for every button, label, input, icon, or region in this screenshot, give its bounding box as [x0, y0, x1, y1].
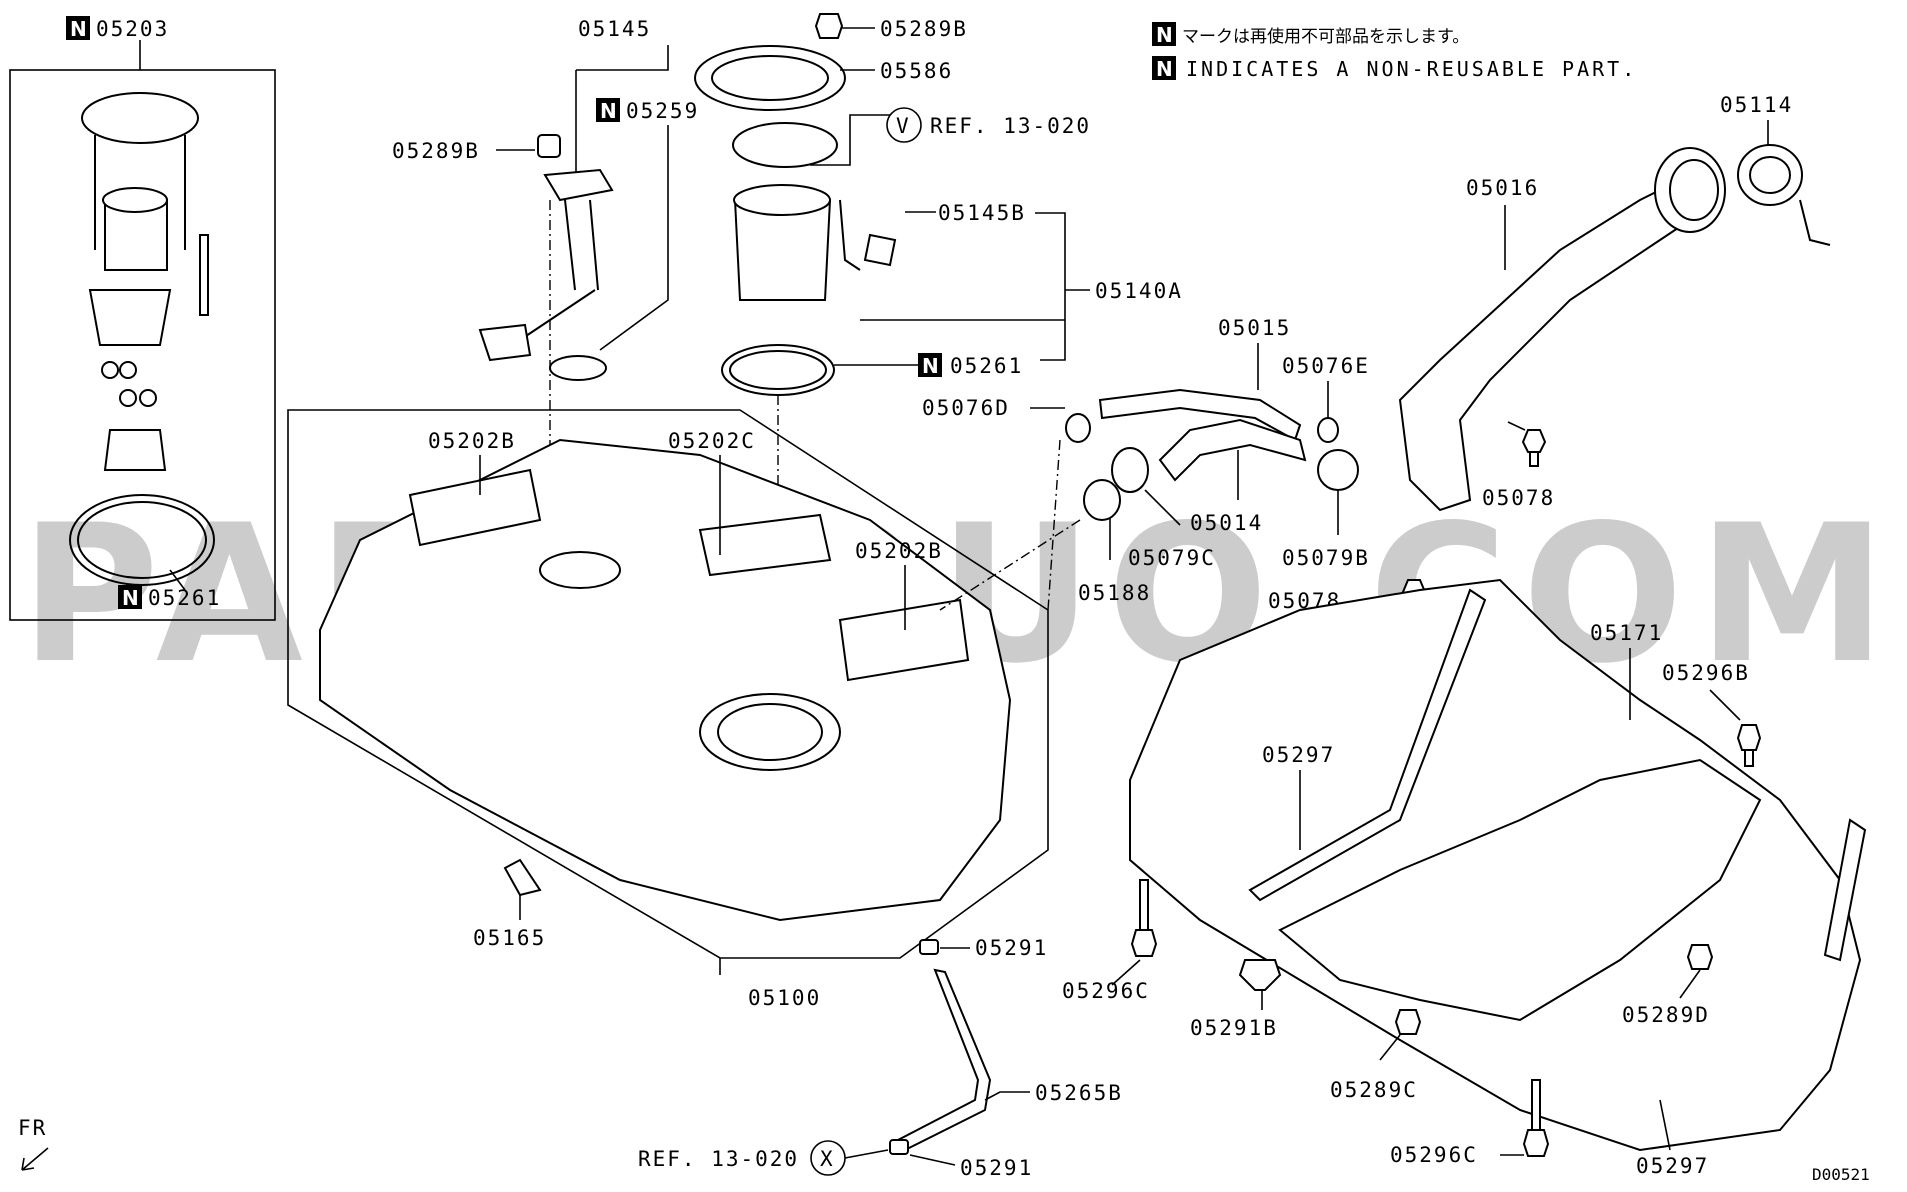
arrow-down-left-icon	[21, 1147, 49, 1171]
svg-text:N: N	[1156, 57, 1173, 81]
label-05171[interactable]: 05171	[1590, 621, 1663, 645]
svg-text:N: N	[70, 17, 87, 41]
clamp-05079C-icon	[1111, 447, 1149, 493]
label-05202B-left[interactable]: 05202B	[428, 429, 516, 453]
label-05296C-right[interactable]: 05296C	[1390, 1143, 1478, 1167]
fuel-tank-box	[287, 409, 1049, 959]
note-japanese-text: マークは再使用不可部品を示します。	[1182, 26, 1469, 47]
hose-05014-icon	[1158, 418, 1307, 482]
nut-05289D-icon	[1686, 944, 1714, 970]
bolt-05078-top-icon	[1521, 429, 1547, 467]
label-05114[interactable]: 05114	[1720, 93, 1793, 117]
label-05289B-top[interactable]: 05289B	[880, 17, 968, 41]
non-reusable-badge-icon: N	[1152, 22, 1176, 47]
label-05265B[interactable]: 05265B	[1035, 1081, 1123, 1105]
reference-v[interactable]: V REF. 13-020	[886, 107, 1091, 143]
label-05015[interactable]: 05015	[1218, 316, 1291, 340]
label-05289D[interactable]: 05289D	[1622, 1003, 1710, 1027]
o-ring-05261-icon	[721, 344, 835, 396]
label-05079C[interactable]: 05079C	[1128, 546, 1216, 570]
non-reusable-badge-icon: N	[918, 353, 942, 378]
non-reusable-badge-icon: N	[1152, 56, 1176, 81]
front-direction-label: FR	[18, 1116, 47, 1140]
label-05297-bottom[interactable]: 05297	[1636, 1154, 1709, 1178]
clamp-05076D-icon	[1065, 413, 1091, 443]
pump-assembly-box	[9, 69, 276, 621]
label-05140A[interactable]: 05140A	[1095, 279, 1183, 303]
clamp-05079B-icon	[1317, 449, 1359, 491]
label-05297-top[interactable]: 05297	[1262, 743, 1335, 767]
label-05145B[interactable]: 05145B	[938, 201, 1026, 225]
clip-05291-bottom-icon	[889, 1139, 909, 1155]
reference-x[interactable]: X REF. 13-020	[638, 1140, 846, 1176]
non-reusable-badge-icon: N	[596, 98, 620, 123]
label-05261-left: 05261	[148, 586, 221, 610]
bolt-05296C-right-icon	[1522, 1079, 1550, 1157]
label-05586[interactable]: 05586	[880, 59, 953, 83]
breather-hose-05265B-icon	[896, 968, 992, 1152]
label-05202C[interactable]: 05202C	[668, 429, 756, 453]
label-05289C[interactable]: 05289C	[1330, 1078, 1418, 1102]
label-05165[interactable]: 05165	[473, 926, 546, 950]
filler-neck-05016-icon	[1398, 147, 1726, 512]
label-05079B[interactable]: 05079B	[1282, 546, 1370, 570]
label-05296C-left[interactable]: 05296C	[1062, 979, 1150, 1003]
callout-05203[interactable]: N 05203	[66, 16, 169, 41]
svg-text:N: N	[1156, 23, 1173, 47]
svg-text:N: N	[122, 586, 139, 610]
callout-05261-left[interactable]: N 05261	[118, 585, 221, 610]
ref-v-text: REF. 13-020	[930, 114, 1091, 138]
callout-05261-mid[interactable]: N 05261	[918, 353, 1023, 378]
label-05261-mid: 05261	[950, 354, 1023, 378]
non-reusable-badge-icon: N	[66, 16, 90, 41]
grommet-05188-icon	[1083, 479, 1121, 521]
bolt-05296B-icon	[1736, 724, 1762, 767]
label-05259: 05259	[626, 99, 699, 123]
label-05202B-right[interactable]: 05202B	[855, 539, 943, 563]
label-05296B[interactable]: 05296B	[1662, 661, 1750, 685]
label-05291B[interactable]: 05291B	[1190, 1016, 1278, 1040]
tank-strap-icon	[1248, 588, 1867, 962]
label-05291-top[interactable]: 05291	[975, 936, 1048, 960]
note-english-text: INDICATES A NON-REUSABLE PART.	[1186, 57, 1637, 81]
label-05078-top[interactable]: 05078	[1482, 486, 1555, 510]
label-05100[interactable]: 05100	[748, 986, 821, 1010]
ref-v-circle-label: V	[896, 114, 911, 138]
callout-05259[interactable]: N 05259	[596, 98, 699, 123]
clip-05291-top-icon	[919, 939, 939, 955]
nut-05289C-icon	[1394, 1009, 1422, 1035]
fuel-cap-05114-icon	[1737, 144, 1831, 246]
svg-text:N: N	[600, 99, 617, 123]
legend-note-english: N INDICATES A NON-REUSABLE PART.	[1152, 56, 1637, 81]
tank-heat-shield-05171-icon	[1278, 758, 1762, 1022]
clamp-05076E-icon	[1317, 417, 1339, 443]
nut-05289B-icon	[814, 13, 844, 39]
front-direction-indicator: FR	[18, 1116, 49, 1171]
diagram-id: D00521	[1812, 1165, 1870, 1184]
label-05188[interactable]: 05188	[1078, 581, 1151, 605]
lock-ring-05586-icon	[694, 45, 846, 111]
label-05291-bottom[interactable]: 05291	[960, 1156, 1033, 1180]
fuel-pump-module-icon	[732, 122, 897, 301]
label-05203: 05203	[96, 17, 169, 41]
ref-x-text: REF. 13-020	[638, 1147, 799, 1171]
clip-05291B-icon	[1238, 959, 1282, 991]
label-05076E[interactable]: 05076E	[1282, 354, 1370, 378]
bolt-05296C-left-icon	[1130, 879, 1158, 957]
label-05076D[interactable]: 05076D	[922, 396, 1010, 420]
svg-text:N: N	[922, 354, 939, 378]
legend-note-japanese: N マークは再使用不可部品を示します。	[1152, 22, 1469, 47]
label-05016[interactable]: 05016	[1466, 176, 1539, 200]
non-reusable-badge-icon: N	[118, 585, 142, 610]
label-05289B-mid[interactable]: 05289B	[392, 139, 480, 163]
label-05145[interactable]: 05145	[578, 17, 651, 41]
fuel-sender-unit-icon	[478, 134, 614, 381]
fuel-tank-icon	[319, 438, 1012, 922]
label-05014[interactable]: 05014	[1190, 511, 1263, 535]
ref-x-circle-label: X	[820, 1147, 835, 1171]
